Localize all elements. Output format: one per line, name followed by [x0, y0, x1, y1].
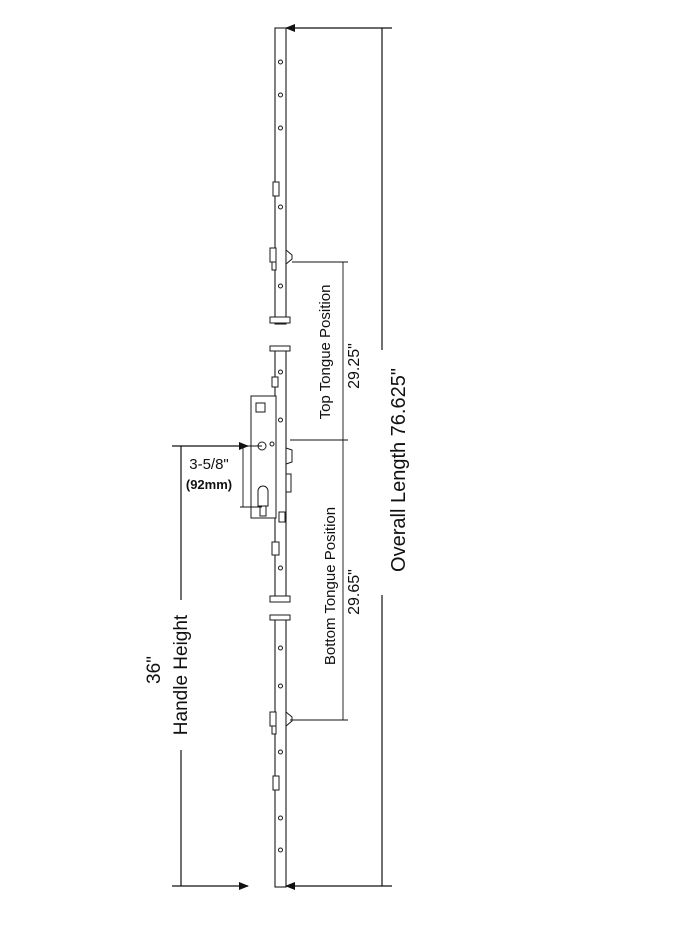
overall-length-dimension: Overall Length 76.625" — [285, 24, 410, 890]
top-rod — [274, 27, 287, 325]
backset-metric: (92mm) — [186, 477, 232, 492]
bottom-tongue-base — [269, 711, 277, 727]
bottom-tongue — [285, 710, 293, 728]
handle-height-title: Handle Height — [171, 614, 192, 735]
tongue-pin — [271, 261, 277, 271]
screw-hole — [278, 645, 283, 651]
rod-end-clip — [269, 316, 291, 324]
bottom-tongue-title: Bottom Tongue Position — [322, 507, 339, 665]
top-tongue-title: Top Tongue Position — [317, 285, 334, 420]
lock-strip-bottom-section — [269, 614, 293, 888]
bottom-tongue-value: 29.65" — [346, 569, 363, 615]
spindle-square — [255, 402, 266, 413]
tongue-pin — [271, 725, 277, 735]
bottom-tongue-dimension: Bottom Tongue Position 29.65" — [290, 440, 363, 721]
screw-hole — [269, 441, 275, 447]
top-tongue-base — [269, 247, 277, 263]
deadbolt — [285, 473, 292, 493]
gearbox-case — [250, 395, 277, 519]
screw-hole — [278, 59, 283, 65]
euro-cylinder — [257, 485, 269, 507]
rod-end-clip — [269, 614, 291, 621]
top-tongue-value: 29.25" — [346, 343, 363, 389]
screw-hole — [278, 847, 283, 853]
bracket — [272, 775, 280, 791]
top-tongue-dimension: Top Tongue Position 29.25" — [290, 261, 363, 441]
screw-hole — [278, 749, 283, 755]
bracket — [272, 181, 280, 197]
handle-height-dimension: 36" Handle Height — [144, 442, 249, 890]
screw-hole — [278, 204, 283, 210]
backset-value: 3-5/8" — [189, 456, 229, 473]
latch — [285, 447, 293, 465]
bracket — [271, 541, 280, 556]
top-tongue — [285, 248, 293, 266]
bracket — [278, 511, 286, 523]
screw-hole — [278, 815, 283, 821]
screw-hole — [278, 683, 283, 689]
lock-strip-middle-section — [250, 345, 293, 603]
handle-height-value: 36" — [144, 656, 165, 684]
screw-hole — [278, 283, 283, 289]
backset-dimension: 3-5/8" (92mm) — [186, 445, 262, 508]
cylinder-cam — [259, 505, 267, 517]
screw-hole — [278, 92, 283, 98]
rod-end-clip — [269, 595, 291, 603]
bracket — [271, 376, 279, 388]
overall-length-label: Overall Length 76.625" — [388, 368, 410, 572]
lock-strip-top-section — [269, 27, 293, 325]
screw-hole — [278, 417, 283, 423]
rod-end-clip — [269, 345, 291, 352]
screw-hole — [278, 369, 283, 375]
screw-hole — [278, 125, 283, 131]
screw-hole — [278, 565, 283, 571]
